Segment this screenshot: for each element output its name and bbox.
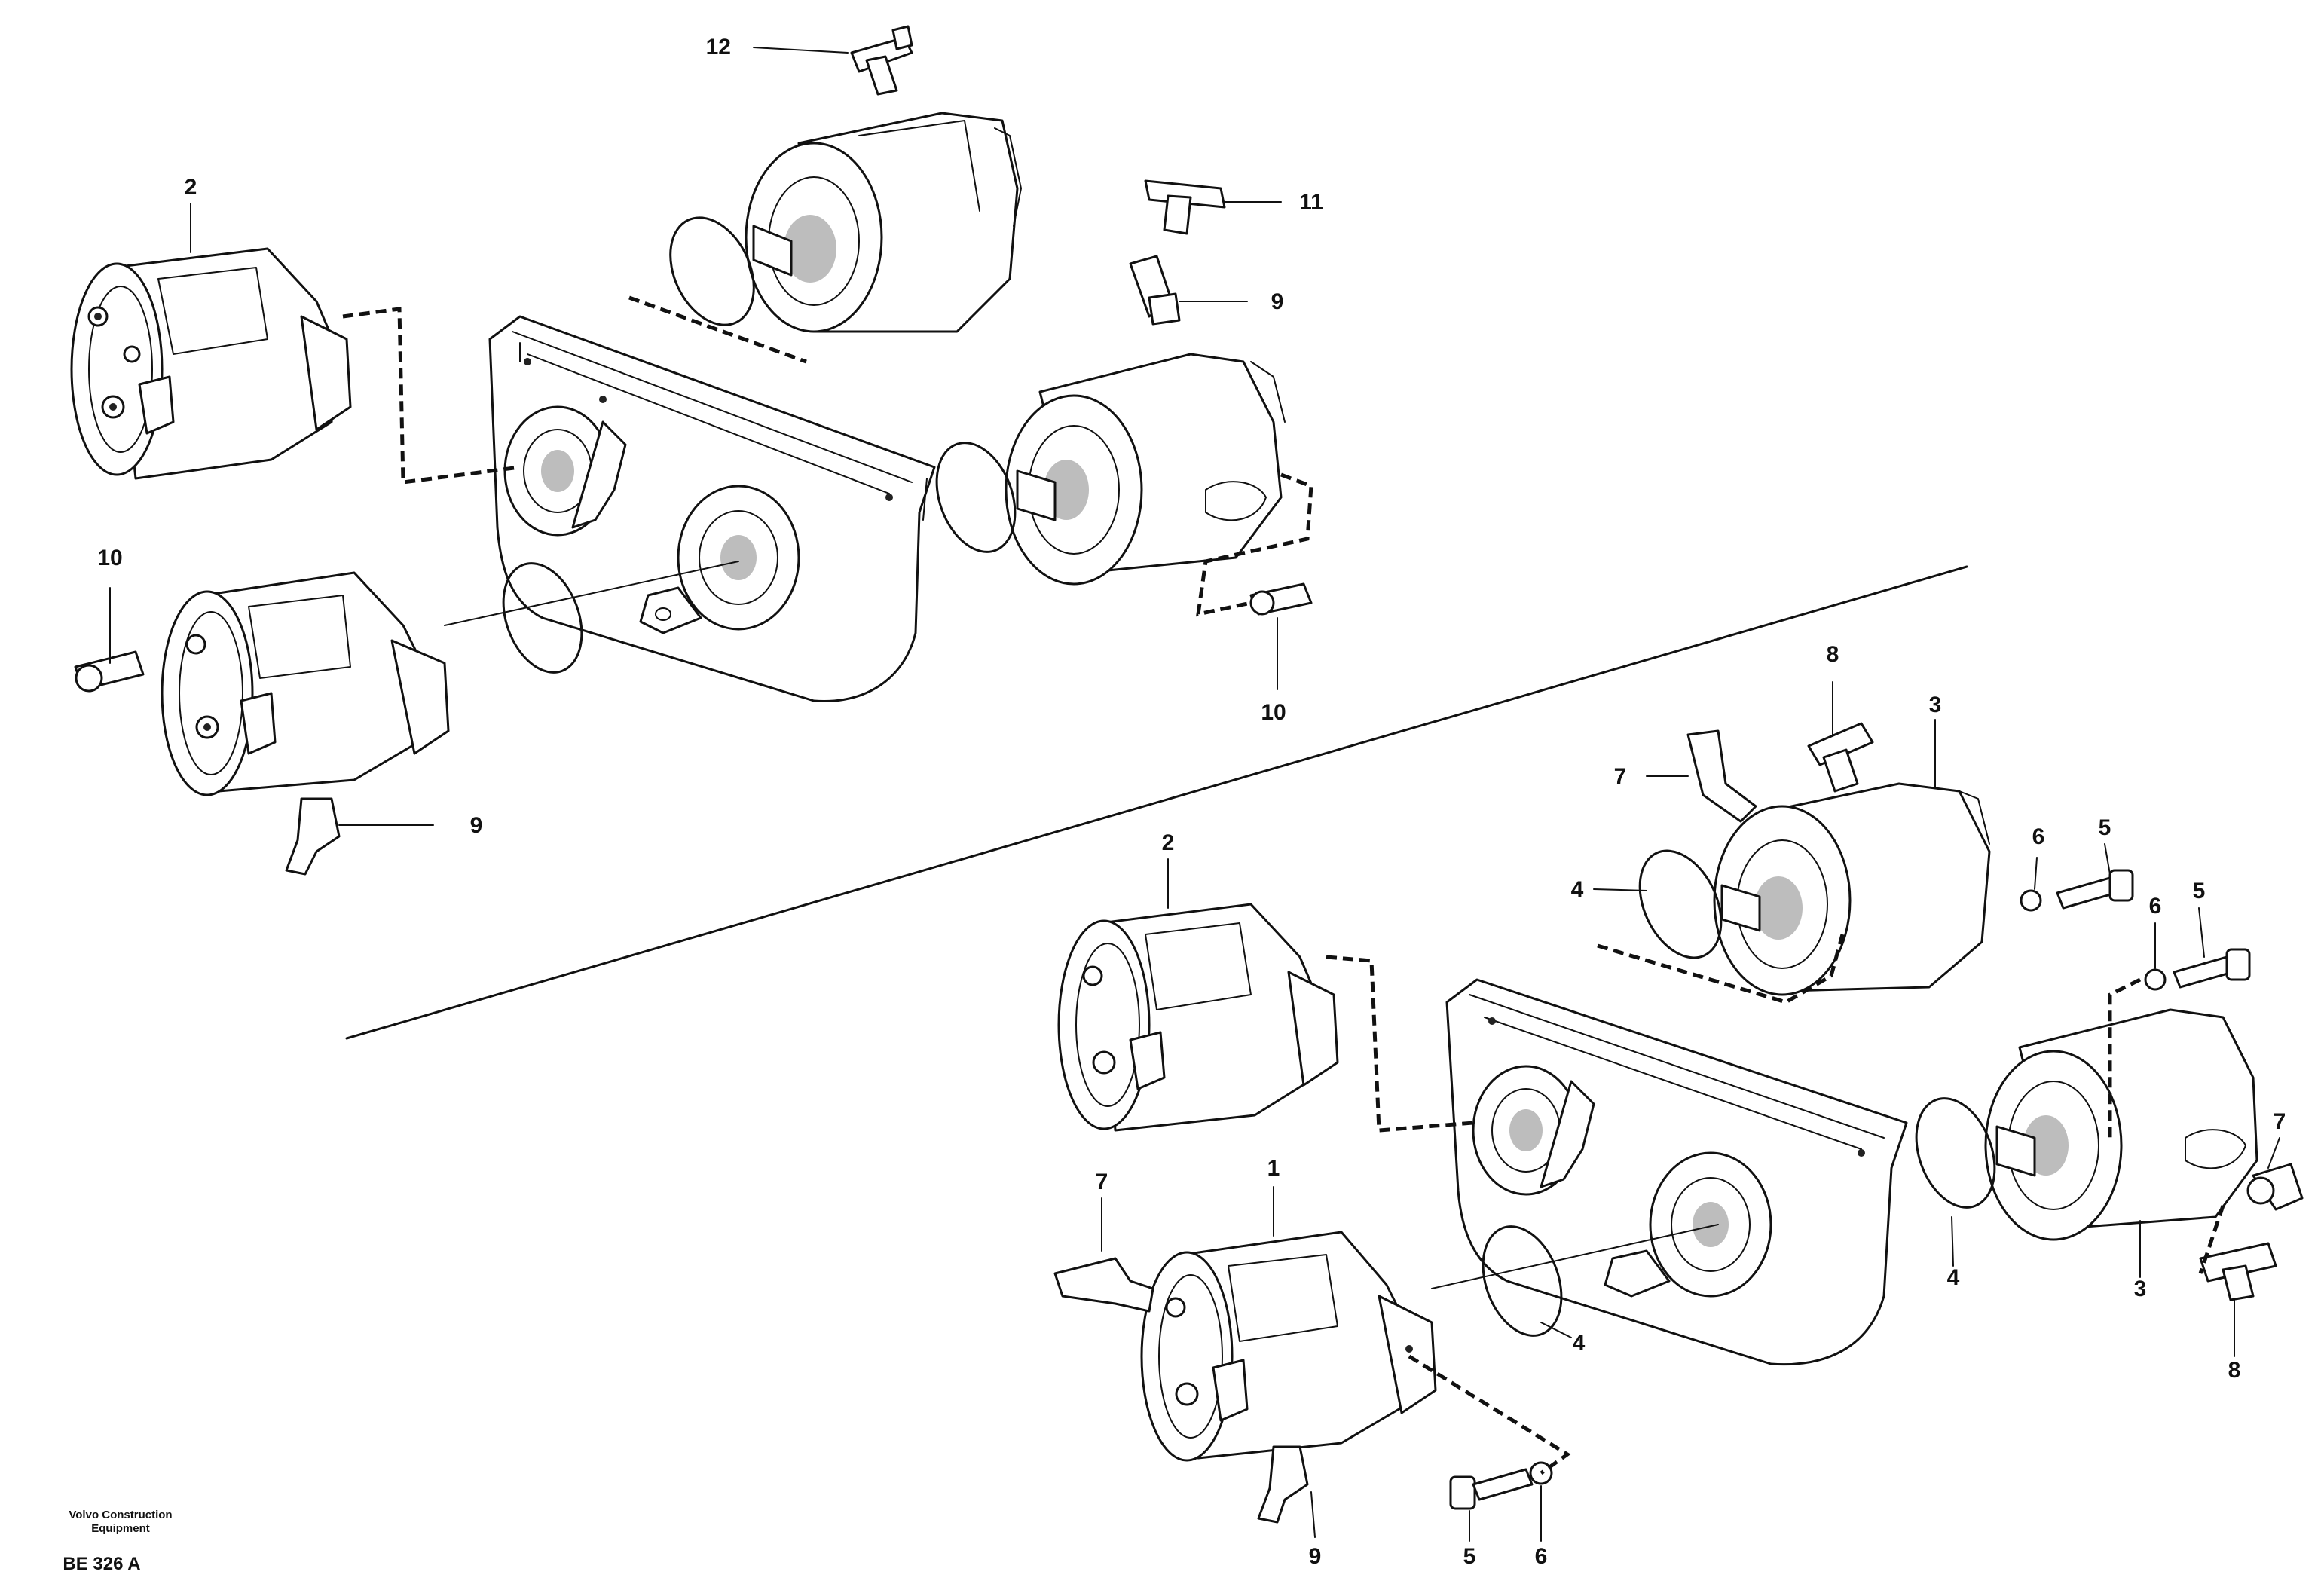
callout-8-top: 8 xyxy=(1827,642,1839,667)
leader-4-top xyxy=(1593,888,1647,891)
lower-oring-left xyxy=(1482,1225,1563,1337)
lower-pump-3-right xyxy=(1984,1008,2258,1241)
variant-divider-line xyxy=(345,565,1968,1040)
upper-fitting-10-right xyxy=(1249,582,1313,616)
lower-fitting-7-left xyxy=(1053,1257,1154,1313)
callout-7-right: 7 xyxy=(2274,1109,2286,1134)
lower-fitting-7-right xyxy=(2246,1163,2304,1211)
lower-oring-top xyxy=(1638,849,1723,959)
leader-5-top xyxy=(2104,843,2111,875)
upper-oring-left xyxy=(502,562,583,674)
lower-assembly xyxy=(1053,681,2304,1542)
lower-dash-top xyxy=(1597,934,1845,1004)
upper-oring-top xyxy=(669,216,755,326)
callout-2-upper: 2 xyxy=(185,175,197,200)
leader-5-mid xyxy=(2198,907,2205,958)
callout-12: 12 xyxy=(706,35,731,60)
callout-10-upper-right: 10 xyxy=(1261,700,1286,725)
callout-5-bottom: 5 xyxy=(1463,1544,1476,1569)
callout-5-top: 5 xyxy=(2099,815,2111,840)
callout-9-upper-right: 9 xyxy=(1271,289,1284,314)
upper-dash-top xyxy=(628,295,807,364)
callout-4-bottom: 4 xyxy=(1573,1331,1586,1356)
lower-bolt-5-mid xyxy=(2173,948,2251,989)
upper-fitting-12 xyxy=(850,25,913,96)
upper-fitting-9 xyxy=(1129,255,1181,326)
leader-4-right xyxy=(1951,1216,1954,1267)
upper-callouts: 12 2 11 9 10 10 9 xyxy=(97,35,1323,838)
callout-6-top: 6 xyxy=(2032,824,2045,849)
callout-4-top: 4 xyxy=(1571,877,1584,902)
lower-fitting-8-right xyxy=(2199,1242,2277,1301)
callout-4-right: 4 xyxy=(1947,1265,1960,1290)
callout-3-bottom: 3 xyxy=(2134,1276,2147,1301)
upper-oring-right xyxy=(935,442,1017,553)
drawing-credit: Volvo Construction Equipment BE 326 A xyxy=(63,1509,172,1574)
leader-12 xyxy=(753,47,849,54)
callout-7-left: 7 xyxy=(1096,1169,1108,1194)
lower-dash-pump2 xyxy=(1326,955,1474,1133)
lower-fitting-7-top xyxy=(1686,729,1757,823)
upper-pump-right xyxy=(1005,353,1286,586)
upper-fitting-11 xyxy=(1144,179,1226,235)
upper-shaft-line xyxy=(444,561,739,626)
callout-9-lower: 9 xyxy=(1309,1544,1322,1569)
lower-fitting-9 xyxy=(1257,1445,1309,1524)
callout-7-top: 7 xyxy=(1614,764,1627,789)
lower-dash-right xyxy=(2108,977,2225,1274)
upper-pump-top xyxy=(745,112,1022,333)
credit-line-1: Volvo Construction xyxy=(69,1509,172,1521)
lower-pump-2 xyxy=(1057,903,1339,1132)
callout-5-mid: 5 xyxy=(2193,879,2206,903)
upper-fitting-10-left xyxy=(74,650,145,693)
callout-6-bottom: 6 xyxy=(1535,1544,1548,1569)
lower-oring-right xyxy=(1915,1097,1996,1209)
callout-3-top: 3 xyxy=(1929,693,1942,717)
credit-line-2: Equipment xyxy=(91,1522,150,1535)
lower-shaft-line xyxy=(1431,1224,1719,1289)
upper-fitting-9-left xyxy=(285,797,341,876)
lower-washer-6-mid xyxy=(2144,968,2167,991)
upper-gearbox-housing xyxy=(488,315,936,702)
lower-dash-bottom xyxy=(1408,1354,1571,1475)
callout-2-lower: 2 xyxy=(1162,830,1175,855)
upper-dash-right xyxy=(1196,472,1313,617)
lower-gearbox-housing xyxy=(1445,978,1908,1366)
lower-washer-6-top xyxy=(2020,889,2042,912)
callout-11: 11 xyxy=(1299,190,1323,215)
lower-pump-3-top xyxy=(1713,782,1991,996)
leader-4-bottom xyxy=(1540,1322,1572,1338)
upper-dash-pump2 xyxy=(342,307,521,485)
drawing-code: BE 326 A xyxy=(63,1554,140,1574)
upper-pump-left-lower xyxy=(161,571,450,796)
lower-bolt-5-bottom xyxy=(1449,1468,1534,1510)
upper-pump-2 xyxy=(70,247,352,480)
callout-10-upper-left: 10 xyxy=(97,546,122,570)
leader-6-top xyxy=(2034,857,2038,890)
lower-bolt-5-top xyxy=(2056,869,2134,910)
leader-7-right xyxy=(2267,1137,2280,1169)
lower-fitting-8-top xyxy=(1807,722,1874,793)
leader-9-bottom xyxy=(1310,1491,1316,1538)
callout-6-mid: 6 xyxy=(2149,894,2162,919)
lower-callouts: 8 3 7 6 5 2 4 6 5 7 1 7 4 4 3 8 9 5 6 xyxy=(1096,642,2286,1569)
callout-9-upper-left: 9 xyxy=(470,813,483,838)
upper-assembly xyxy=(70,25,1313,876)
lower-pump-1 xyxy=(1140,1231,1437,1462)
callout-8-bottom: 8 xyxy=(2228,1358,2241,1383)
callout-1: 1 xyxy=(1267,1156,1280,1181)
